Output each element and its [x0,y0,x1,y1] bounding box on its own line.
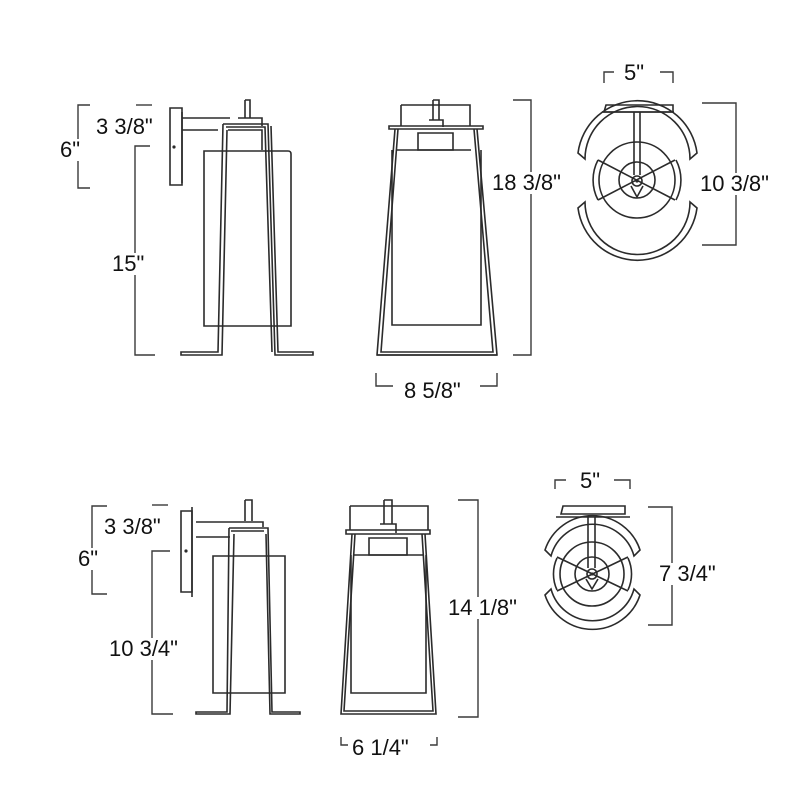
large-front-view [375,99,532,387]
large-height-label: 18 3/8" [490,170,563,195]
large-backplate-height-label: 6" [58,137,83,162]
small-backplate-height-label: 6" [76,546,101,571]
small-backplate-width-label: 5" [578,468,603,493]
small-height-label: 14 1/8" [446,595,519,620]
small-extension-label: 3 3/8" [102,514,163,539]
small-depth-label: 7 3/4" [657,561,718,586]
large-side-view [77,99,314,356]
large-width-label: 8 5/8" [402,378,463,403]
small-front-view [340,499,479,746]
large-depth-label: 10 3/8" [698,171,771,196]
large-backplate-width-label: 5" [622,60,647,85]
small-side-view [91,499,301,715]
small-width-label: 6 1/4" [350,735,411,760]
large-extension-label: 3 3/8" [94,114,155,139]
large-top-view [577,71,737,261]
small-below-mount-label: 10 3/4" [107,636,180,661]
large-below-mount-label: 15" [110,251,147,276]
small-top-view [544,479,673,631]
